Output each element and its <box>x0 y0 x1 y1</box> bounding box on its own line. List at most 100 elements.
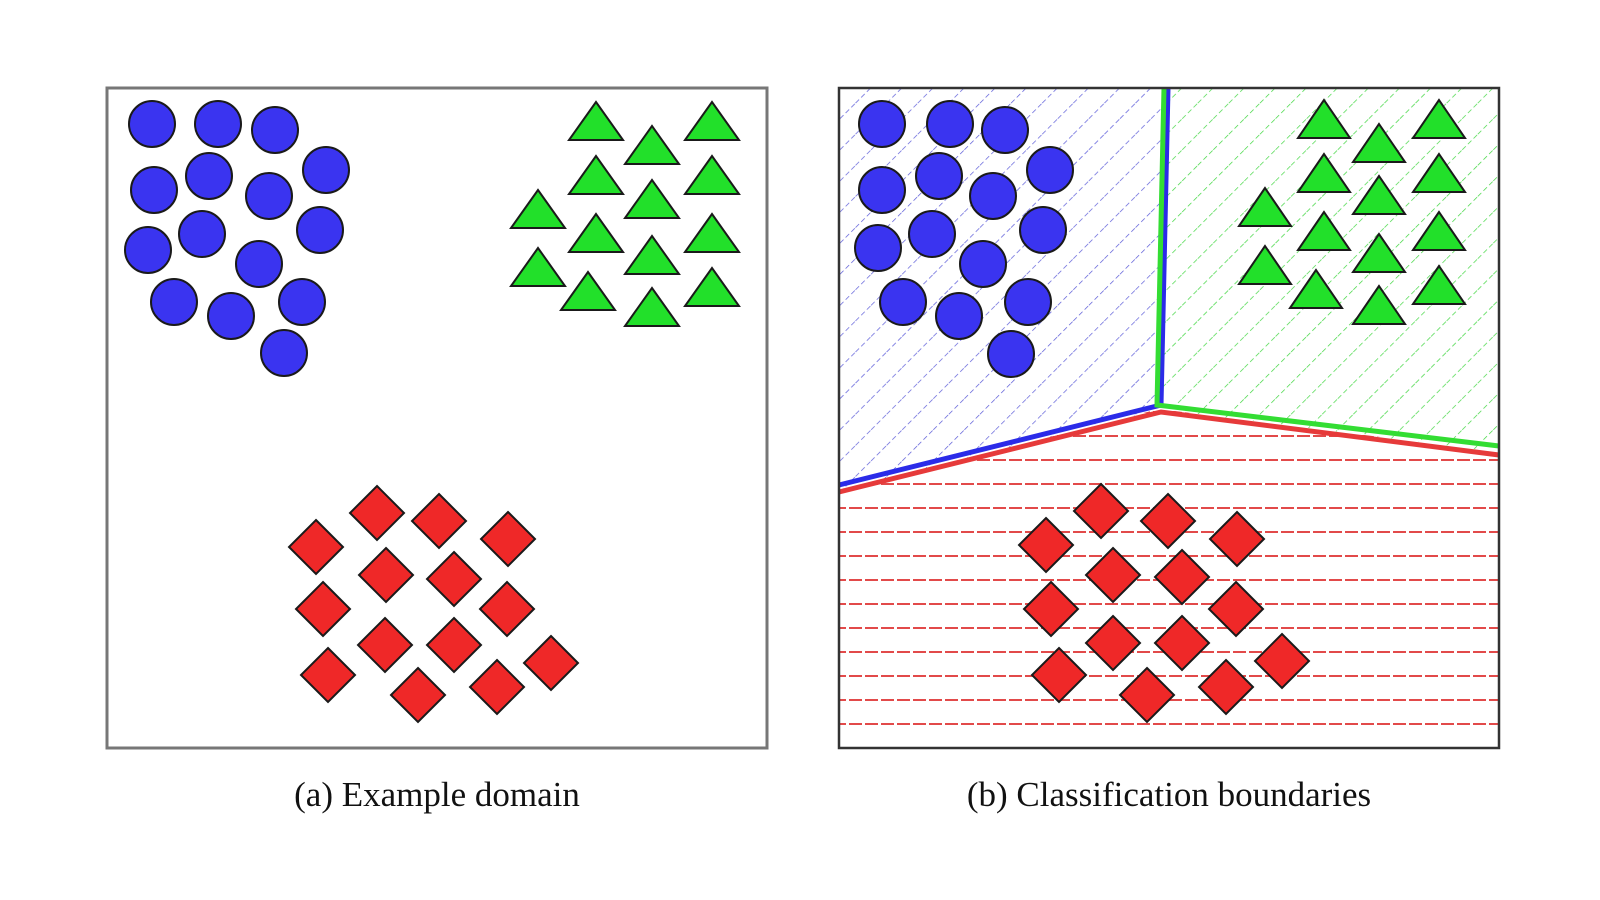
circle-point <box>130 166 178 214</box>
triangle-point <box>1411 264 1467 305</box>
triangle-point <box>1296 152 1352 193</box>
circle-point <box>245 172 293 220</box>
triangle-point <box>623 286 681 327</box>
diamond-point <box>1208 510 1266 568</box>
circle-point <box>908 210 956 258</box>
diamond-point <box>478 580 536 638</box>
triangle-point <box>1411 210 1467 251</box>
diamond-point <box>1197 658 1255 716</box>
diamond-cluster <box>1017 482 1311 724</box>
triangle-point <box>1351 232 1407 273</box>
circle-point <box>959 240 1007 288</box>
circle-point <box>207 292 255 340</box>
diamond-point <box>348 484 406 542</box>
diamond-point <box>1017 516 1075 574</box>
circle-point <box>1019 206 1067 254</box>
diamond-point <box>522 634 580 692</box>
diamond-point <box>1084 546 1142 604</box>
diamond-point <box>425 616 483 674</box>
triangle-point <box>683 100 741 141</box>
diamond-point <box>299 646 357 704</box>
circle-point <box>128 100 176 148</box>
panel-classification-boundaries: (b) Classification boundaries <box>837 0 1501 900</box>
diamond-point <box>1118 666 1176 724</box>
caption-classification-boundaries: (b) Classification boundaries <box>966 775 1372 814</box>
diamond-cluster <box>287 484 580 724</box>
triangle-point <box>683 266 741 307</box>
circle-point <box>278 278 326 326</box>
triangle-point <box>1237 186 1293 227</box>
diamond-point <box>1139 492 1197 550</box>
diamond-point <box>425 550 483 608</box>
circle-point <box>879 278 927 326</box>
circle-point <box>1004 278 1052 326</box>
triangle-point <box>1296 98 1352 139</box>
circle-point <box>296 206 344 254</box>
circle-point <box>969 172 1017 220</box>
triangle-point <box>567 154 625 195</box>
diamond-point <box>1022 580 1080 638</box>
diamond-point <box>287 518 345 576</box>
classification-boundaries-plot <box>837 86 1501 750</box>
example-domain-plot <box>105 86 769 750</box>
triangle-cluster <box>509 100 741 327</box>
circle-cluster <box>854 100 1074 378</box>
circle-point <box>251 106 299 154</box>
triangle-point <box>1411 152 1467 193</box>
circle-point <box>926 100 974 148</box>
caption-example-domain: (a) Example domain <box>294 775 580 814</box>
circle-point <box>302 146 350 194</box>
circle-point <box>235 240 283 288</box>
diamond-point <box>357 546 415 604</box>
diamond-point <box>389 666 447 724</box>
triangle-point <box>509 188 567 229</box>
triangle-point <box>683 154 741 195</box>
triangle-point <box>1237 244 1293 285</box>
triangle-boundary <box>1154 87 1500 449</box>
panel-example-domain: (a) Example domain <box>105 0 769 900</box>
diamond-point <box>1072 482 1130 540</box>
triangle-point <box>1351 174 1407 215</box>
diamond-point <box>1253 632 1311 690</box>
circle-point <box>981 106 1029 154</box>
triangle-point <box>1351 122 1407 163</box>
diamond-point <box>468 658 526 716</box>
diamond-point <box>1084 614 1142 672</box>
circle-point <box>858 166 906 214</box>
circle-cluster <box>124 100 350 377</box>
diamond-point <box>294 580 352 638</box>
triangle-point <box>1411 98 1467 139</box>
circle-point <box>194 100 242 148</box>
diamond-point <box>1207 580 1265 638</box>
diamond-point <box>479 510 537 568</box>
circle-point <box>935 292 983 340</box>
circle-point <box>915 152 963 200</box>
triangle-point <box>1296 210 1352 251</box>
diamond-point <box>1030 646 1088 704</box>
triangle-point <box>1351 284 1407 325</box>
circle-point <box>150 278 198 326</box>
triangle-region <box>1159 88 1499 452</box>
triangle-point <box>623 178 681 219</box>
triangle-cluster <box>1237 98 1467 325</box>
triangle-point <box>1288 268 1344 309</box>
circle-point <box>185 152 233 200</box>
circle-point <box>1026 146 1074 194</box>
circle-point <box>260 329 308 377</box>
diamond-point <box>1153 614 1211 672</box>
plot-frame <box>837 86 1501 750</box>
circle-point <box>858 100 906 148</box>
circle-point <box>178 210 226 258</box>
boundary-lines <box>838 87 1500 495</box>
triangle-point <box>567 212 625 253</box>
triangle-point <box>509 246 567 287</box>
circle-point <box>854 224 902 272</box>
triangle-point <box>623 234 681 275</box>
diamond-point <box>410 492 468 550</box>
triangle-point <box>683 212 741 253</box>
diamond-point <box>356 616 414 674</box>
circle-point <box>987 330 1035 378</box>
diamond-boundary <box>838 409 1500 495</box>
diamond-point <box>1153 548 1211 606</box>
